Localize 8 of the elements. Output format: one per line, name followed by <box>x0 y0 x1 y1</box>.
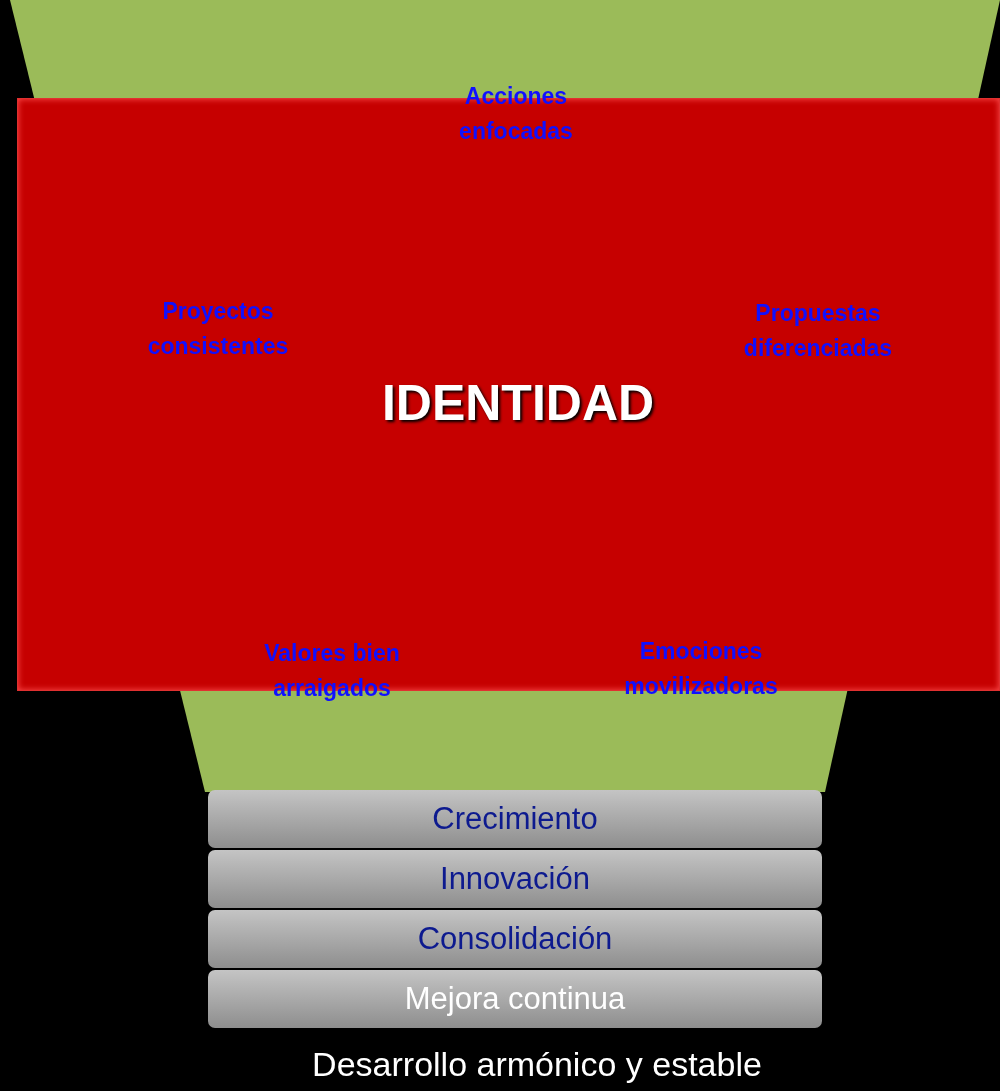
level-bar: Crecimiento <box>208 790 822 848</box>
panel-label: Propuestas diferenciadas <box>742 299 894 363</box>
panel-label: Proyectos consistentes <box>146 297 290 361</box>
level-bar: Mejora continua <box>208 970 822 1028</box>
caption: Desarrollo armónico y estable <box>311 1045 763 1084</box>
level-bar: Innovación <box>208 850 822 908</box>
level-bar: Consolidación <box>208 910 822 968</box>
panel-title: IDENTIDAD <box>380 374 656 432</box>
